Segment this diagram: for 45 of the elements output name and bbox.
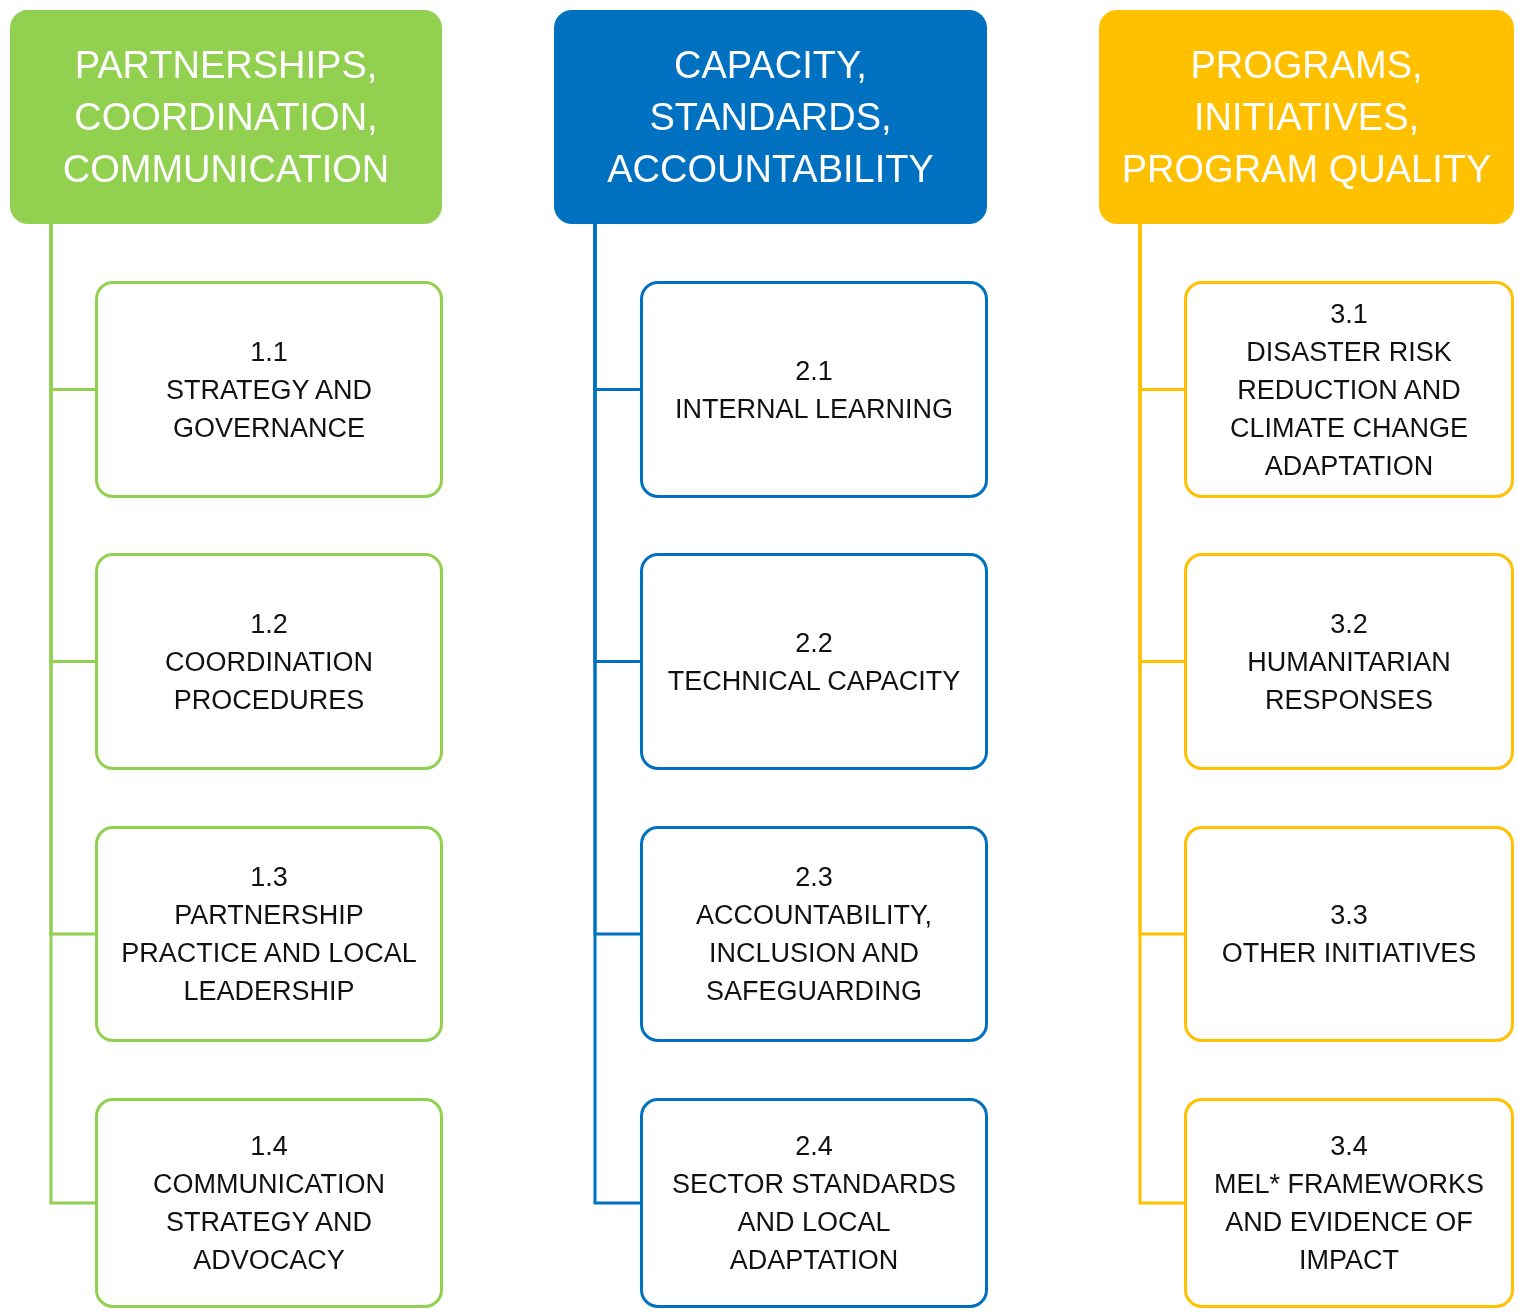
- item-label: DISASTER RISK REDUCTION AND CLIMATE CHANGE ADAPTATION: [1229, 335, 1469, 483]
- item-label: STRATEGY AND GOVERNANCE: [164, 373, 373, 445]
- item-number: 3.3: [1330, 899, 1368, 932]
- item-label: COORDINATION PROCEDURES: [164, 645, 374, 717]
- item-label: OTHER INITIATIVES: [1221, 937, 1477, 970]
- column-heading: CAPACITY, STANDARDS, ACCOUNTABILITY: [606, 43, 935, 192]
- item-label: PARTNERSHIP PRACTICE AND LOCAL LEADERSHIP: [120, 899, 418, 1008]
- item-number: 2.4: [795, 1130, 833, 1163]
- item-number: 2.1: [795, 354, 833, 388]
- item-number: 2.2: [795, 626, 833, 660]
- item-number: 2.3: [795, 861, 833, 894]
- item-box: [640, 826, 988, 1042]
- item-box: [95, 281, 443, 498]
- column-header-box: [554, 10, 987, 224]
- item-box: [1184, 826, 1514, 1042]
- item-box: [95, 1098, 443, 1308]
- item-number: 1.1: [250, 335, 288, 369]
- item-label: SECTOR STANDARDS AND LOCAL ADAPTATION: [670, 1168, 957, 1277]
- connector-line: [1138, 224, 1184, 1205]
- column-heading: PROGRAMS, INITIATIVES, PROGRAM QUALITY: [1120, 43, 1493, 192]
- item-number: 1.3: [250, 861, 288, 894]
- column-heading: PARTNERSHIPS, COORDINATION, COMMUNICATION: [61, 43, 391, 192]
- item-number: 3.1: [1330, 297, 1368, 331]
- item-box: [95, 553, 443, 770]
- item-number: 3.2: [1330, 607, 1368, 641]
- column-header-box: [10, 10, 442, 224]
- item-box: [95, 826, 443, 1042]
- item-box: [640, 553, 988, 770]
- item-label: ACCOUNTABILITY, INCLUSION AND SAFEGUARDING: [694, 899, 934, 1008]
- item-label: COMMUNICATION STRATEGY AND ADVOCACY: [152, 1168, 386, 1277]
- connector-line: [49, 224, 95, 1205]
- item-label: INTERNAL LEARNING: [674, 392, 954, 426]
- column-header-box: [1099, 10, 1514, 224]
- item-box: [640, 281, 988, 498]
- item-box: [1184, 1098, 1514, 1308]
- item-number: 1.2: [250, 607, 288, 641]
- item-label: TECHNICAL CAPACITY: [667, 664, 961, 698]
- item-number: 1.4: [250, 1130, 288, 1163]
- connector-line: [593, 224, 640, 1205]
- item-label: HUMANITARIAN RESPONSES: [1246, 645, 1452, 717]
- item-box: [1184, 281, 1514, 498]
- item-box: [1184, 553, 1514, 770]
- item-number: 3.4: [1330, 1130, 1368, 1163]
- item-box: [640, 1098, 988, 1308]
- item-label: MEL* FRAMEWORKS AND EVIDENCE OF IMPACT: [1213, 1168, 1485, 1277]
